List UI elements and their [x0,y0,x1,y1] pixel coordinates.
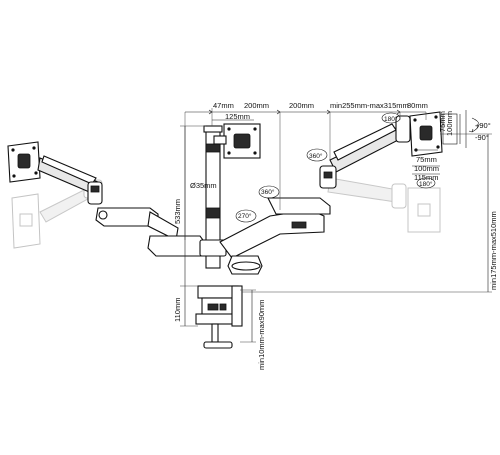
dim-80: 80mm [407,101,428,110]
dim-clamp-range: min10mm-max90mm [257,300,266,370]
center-pole [199,125,227,269]
dim-height-range: min175mm-max510mm [489,211,498,290]
base-housing [227,255,263,275]
dim-range-top: min255mm-max315mm [330,101,409,110]
left-vesa-plate [7,141,41,183]
tilt-up: +90° [475,121,491,130]
tilt-down: -90° [475,133,489,142]
dim-pole-diameter: Ø35mm [190,181,217,190]
rotation-360-joint: 360° [309,152,323,160]
dim-47: 47mm [213,101,234,110]
rotation-270: 270° [238,212,252,220]
dim-200-b: 200mm [289,101,314,110]
dim-110: 110mm [173,298,182,322]
clamp-dimension [240,289,256,343]
rotation-180-bottom: 180° [419,180,433,188]
vesa-75-b: 75mm [416,155,437,164]
vesa-100-a: 100mm [445,111,454,136]
left-upper-arm [37,155,103,205]
right-upper-arm [319,115,411,189]
rotation-360-pole: 360° [261,188,275,196]
rotation-markers [235,112,436,223]
depth-115: 115mm [414,173,438,182]
height-dimension [180,125,206,327]
vesa-dimensions [412,110,480,175]
top-dimension-chain [184,108,427,240]
dim-200-a: 200mm [244,101,269,110]
rotation-180-top: 180° [384,115,398,123]
dim-125: 125mm [225,112,250,121]
vesa-75-a: 75mm [438,111,447,132]
left-lower-arm [95,207,207,257]
right-lower-arm [219,197,331,259]
center-vesa-plate [213,123,261,159]
vesa-100-b: 100mm [414,164,439,173]
desk-clamp [195,285,243,349]
dim-533: 533mm [173,199,182,224]
right-vesa-plate [409,111,443,157]
